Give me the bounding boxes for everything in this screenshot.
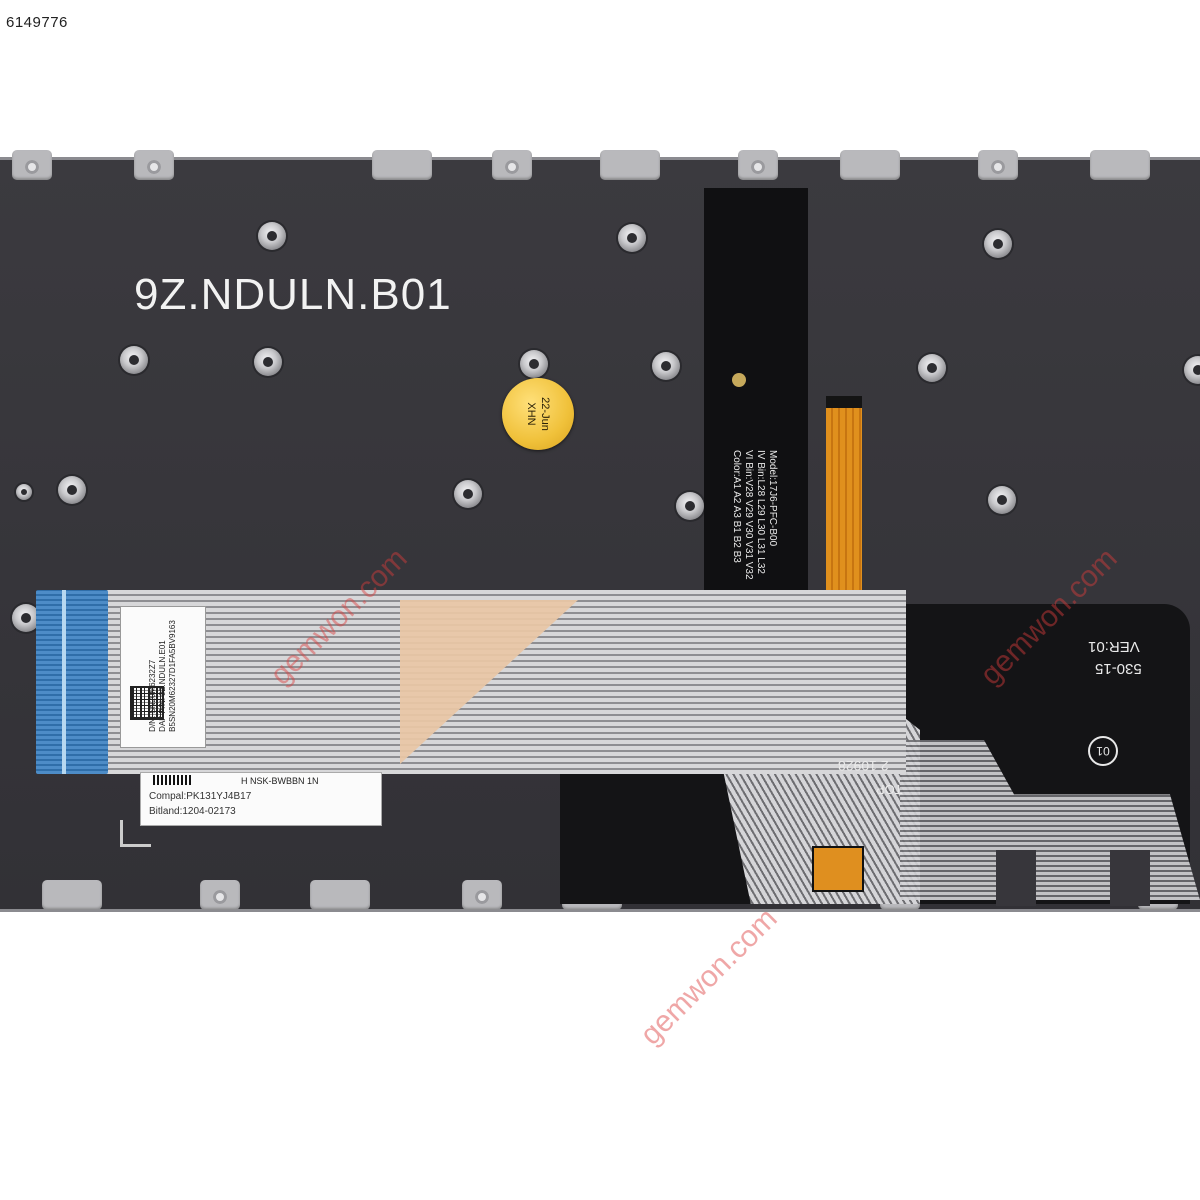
mounting-tab <box>42 880 102 910</box>
barcode-label: H NSK-BWBBN 1N Compal:PK131YJ4B17 Bitlan… <box>140 772 382 826</box>
mounting-tab <box>978 150 1018 180</box>
mounting-tab <box>372 150 432 180</box>
mounting-tab <box>738 150 778 180</box>
screw-icon <box>988 486 1016 514</box>
screw-icon <box>120 346 148 374</box>
qr-label <box>120 606 206 748</box>
backlight-flex-text: Model:17J6-PFC-B00 IV Bin:L28 L29 L30 L3… <box>730 450 778 600</box>
mounting-tab <box>200 880 240 910</box>
compal-part-number: Compal:PK131YJ4B17 <box>149 791 252 802</box>
screw-icon <box>58 476 86 504</box>
qr-line-dn: D/N: SN20M6232Z7 <box>148 659 157 732</box>
date-sticker-code: XHN <box>525 402 537 426</box>
model-code-print: 530-15 <box>1095 660 1142 677</box>
screw-icon <box>984 230 1012 258</box>
screw-icon <box>676 492 704 520</box>
top-print: TOP <box>876 782 903 797</box>
flex-iv-bin-line: IV Bin:L28 L29 L30 L31 L32 <box>755 450 766 574</box>
watermark-text: gemwon.com <box>634 901 784 1052</box>
screw-hole-icon <box>16 484 32 500</box>
mounting-tab <box>134 150 174 180</box>
qr-label-text: D/N: SN20M6232Z7 DAF P/N: 9Z.NDULN.E01 B… <box>148 620 178 732</box>
bitland-part-number: Bitland:1204-02173 <box>149 806 236 817</box>
flex-color-line: Color:A1 A2 A3 B1 B2 B3 <box>731 450 742 563</box>
screw-icon <box>520 350 548 378</box>
screw-icon <box>454 480 482 508</box>
mounting-tab <box>462 880 502 910</box>
screw-icon <box>618 224 646 252</box>
cable-connector-blue <box>36 590 108 774</box>
product-id-label: 6149776 <box>6 14 68 31</box>
orange-contact-pad <box>812 846 864 892</box>
mounting-tab <box>310 880 370 910</box>
version-print: VER:01 <box>1088 638 1140 655</box>
screw-icon <box>258 222 286 250</box>
screw-icon <box>1184 356 1200 384</box>
corner-mark <box>120 820 151 847</box>
date-sticker-date: 22-Jun <box>539 397 551 431</box>
mounting-tab <box>12 150 52 180</box>
mounting-tab <box>492 150 532 180</box>
mounting-tab <box>840 150 900 180</box>
mounting-tab <box>600 150 660 180</box>
flex-model-line: Model:17J6-PFC-B00 <box>767 450 778 547</box>
qr-line-serial: B5SN20M62327D1FA5BV9163 <box>168 620 177 732</box>
membrane-notch <box>996 850 1036 906</box>
flex-vi-bin-line: VI Bin:V28 V29 V30 V31 V32 <box>743 450 754 580</box>
membrane-notch <box>1110 850 1150 906</box>
screw-icon <box>254 348 282 376</box>
orange-backlight-cable <box>826 396 862 604</box>
barcode-icon <box>153 775 193 785</box>
screw-icon <box>652 352 680 380</box>
date-sticker: 22-Jun XHN <box>502 378 574 450</box>
screw-icon <box>12 604 40 632</box>
barcode-top-text: H NSK-BWBBN 1N <box>241 776 319 786</box>
backlight-flex-strip <box>704 188 808 603</box>
part-number-print: 9Z.NDULN.B01 <box>134 270 452 319</box>
serial-print: 2 10928 <box>838 758 889 774</box>
screw-icon <box>918 354 946 382</box>
circle-code-print: 01 <box>1088 736 1118 766</box>
qr-line-daf: DAF P/N: 9Z.NDULN.E01 <box>158 640 167 732</box>
flex-alignment-dot <box>732 373 746 387</box>
mounting-tab <box>1090 150 1150 180</box>
qr-code-icon <box>130 686 164 720</box>
